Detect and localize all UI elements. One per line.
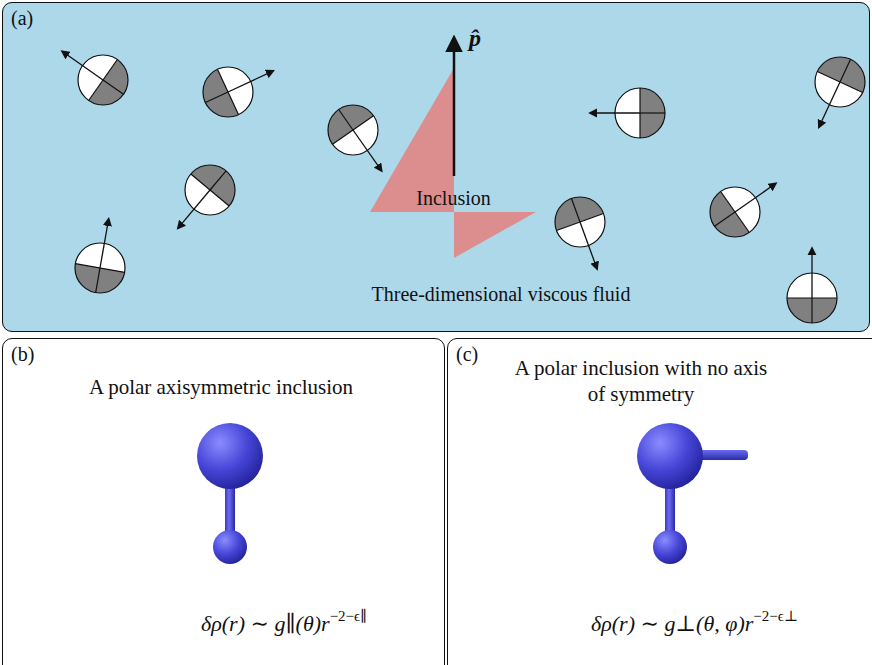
asymmetric-panel: (c) A polar inclusion with no axis of sym… [447, 338, 872, 665]
density-formula: δρ(r) ∼ g∥(θ)r−2−ϵ∥ [201, 607, 367, 637]
panel-title: A polar inclusion with no axis of symmet… [506, 355, 776, 408]
janus-particle [203, 67, 273, 117]
janus-particle [75, 219, 125, 293]
janus-particle [590, 88, 665, 138]
janus-particles [62, 51, 865, 323]
polarity-vector-label: p̂ [469, 23, 481, 53]
fluid-label: Three-dimensional viscous fluid [372, 282, 631, 307]
fluid-background [2, 2, 870, 332]
formula-exponent: −2−ϵ⊥ [753, 608, 798, 624]
formula-base: δρ(r) ∼ g⊥(θ, φ)r [591, 611, 753, 636]
density-formula: δρ(r) ∼ g⊥(θ, φ)r−2−ϵ⊥ [591, 607, 798, 637]
janus-particle [328, 105, 382, 171]
janus-particle [178, 165, 235, 228]
panel-letter: (c) [456, 342, 478, 367]
janus-particle [555, 197, 605, 269]
janus-particle [787, 248, 837, 323]
axisymmetric-panel: (b) A polar axisymmetric inclusion δρ(r) ∼… [2, 338, 445, 665]
kite-shape [366, 64, 536, 254]
janus-particle [62, 51, 128, 105]
inclusion-label: Inclusion [416, 186, 490, 211]
axisymmetric-molecule [197, 423, 263, 564]
fluid-panel: (a) Three-dimensional viscous fluid Inclus… [2, 2, 870, 332]
asymmetric-molecule [637, 423, 748, 564]
panel-letter: (b) [11, 342, 34, 367]
panel-letter: (a) [11, 6, 33, 31]
formula-exponent: −2−ϵ∥ [330, 608, 367, 624]
janus-particle [815, 57, 865, 127]
formula-base: δρ(r) ∼ g∥(θ)r [201, 611, 330, 636]
inclusion-kite: Inclusion [366, 64, 536, 254]
panel-title: A polar axisymmetric inclusion [89, 374, 353, 400]
janus-particle [710, 183, 776, 237]
